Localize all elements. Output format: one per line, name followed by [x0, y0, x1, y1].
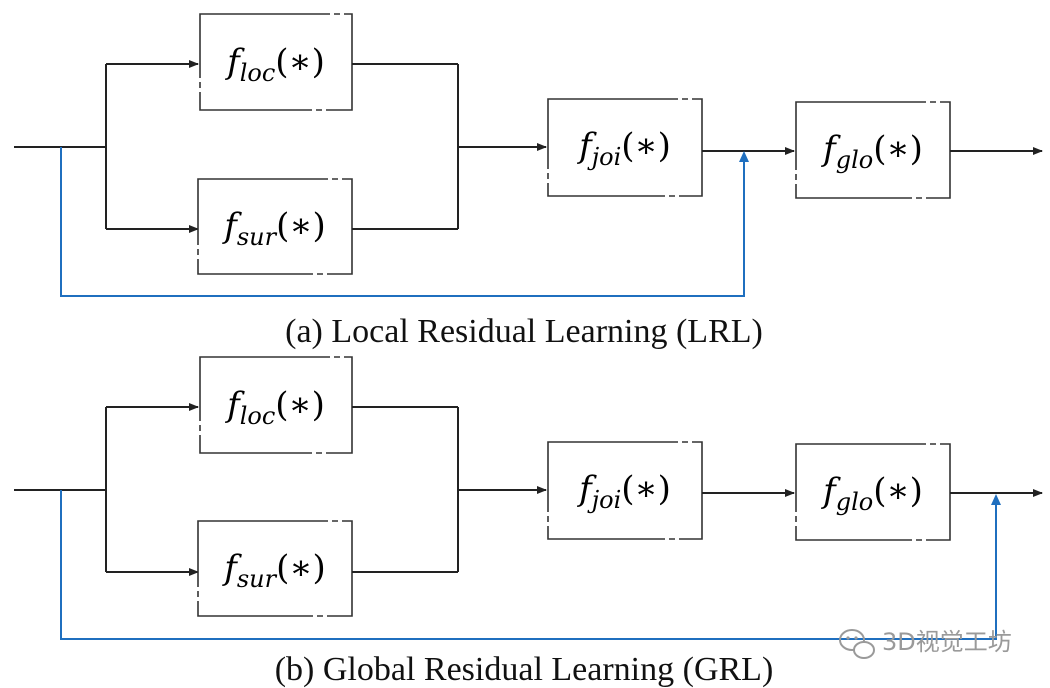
- watermark: 3D视觉工坊: [839, 628, 1012, 659]
- diagram-lrl: floc(∗) fsur(∗) fjoi(∗) fglo(∗) (a) Loca…: [14, 13, 1043, 350]
- floc-box: floc(∗): [199, 13, 353, 111]
- fjoi-box: fjoi(∗): [547, 98, 703, 197]
- fsur-box-border: [197, 178, 353, 275]
- fjoi-box-border: [547, 441, 703, 540]
- fjoi-box-border: [547, 98, 703, 197]
- fjoi-label: fjoi(∗): [576, 126, 671, 171]
- floc-box-border: [199, 356, 353, 454]
- fglo-box-border: [795, 443, 951, 541]
- skip-arrowhead: [991, 494, 1001, 505]
- skip-connection-line: [60, 490, 997, 640]
- fglo-box-border: [795, 101, 951, 199]
- floc-box: floc(∗): [199, 356, 353, 454]
- fsur-box-border: [197, 520, 353, 617]
- fjoi-box: fjoi(∗): [547, 441, 703, 540]
- floc-label: floc(∗): [224, 385, 325, 430]
- floc-label: floc(∗): [224, 42, 325, 87]
- wechat-icon: [839, 629, 875, 659]
- caption-lrl: (a) Local Residual Learning (LRL): [285, 313, 763, 350]
- fsur-box: fsur(∗): [197, 520, 353, 617]
- fjoi-label: fjoi(∗): [576, 469, 671, 514]
- fglo-box: fglo(∗): [795, 443, 951, 541]
- fsur-box: fsur(∗): [197, 178, 353, 275]
- watermark-text: 3D视觉工坊: [882, 628, 1012, 656]
- fglo-box: fglo(∗): [795, 101, 951, 199]
- skip-connection-line: [60, 147, 745, 297]
- caption-grl: (b) Global Residual Learning (GRL): [275, 651, 774, 688]
- fglo-label: fglo(∗): [820, 471, 923, 516]
- floc-box-border: [199, 13, 353, 111]
- diagram-grl: floc(∗) fsur(∗) fjoi(∗) fglo(∗) (b) Glob…: [14, 356, 1043, 688]
- skip-arrowhead: [739, 151, 749, 162]
